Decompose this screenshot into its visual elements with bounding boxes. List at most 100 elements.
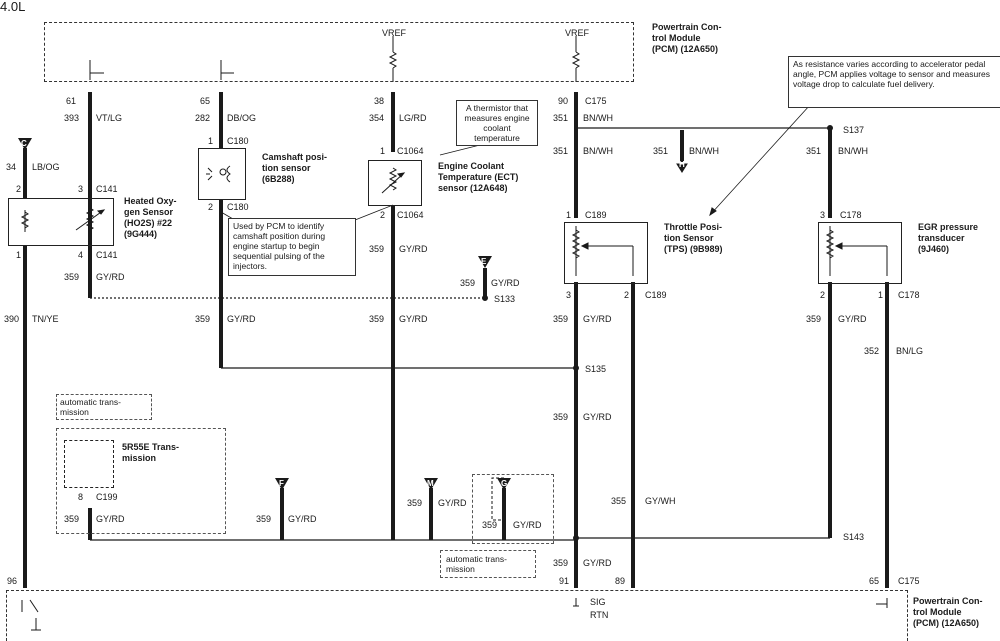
sig-label: SIG	[590, 597, 606, 607]
connector-c175-bottom: C175	[898, 576, 920, 586]
pin-65-bottom: 65	[869, 576, 880, 586]
circuit-351b-num: 351	[553, 146, 569, 156]
circuit-359-g-color: GY/RD	[513, 520, 542, 530]
trans-pin-8: 8	[78, 492, 84, 502]
ground-letter-f: F	[279, 479, 284, 488]
circuit-359-mid-color: GY/RD	[583, 412, 612, 422]
auto-trans-text-1: automatic trans- mission	[60, 397, 121, 417]
tps-pin-3: 3	[566, 290, 572, 300]
circuit-351a-color: BN/WH	[583, 113, 613, 123]
pcm-top-label-3: (PCM) (12A650)	[652, 44, 719, 54]
circuit-359-bot-num: 359	[553, 558, 569, 568]
circuit-390-num: 390	[4, 314, 20, 324]
connector-c141-bottom: C141	[96, 250, 118, 260]
cmp-label-2: tion sensor	[262, 163, 311, 173]
pin-96: 96	[7, 576, 18, 586]
ho2s-label-3: (HO2S) #22	[124, 218, 173, 228]
circuit-354-color: LG/RD	[399, 113, 427, 123]
egr-pin-3: 3	[820, 210, 826, 220]
cmp-label-1: Camshaft posi-	[262, 152, 328, 162]
trans-outer-box	[56, 428, 226, 534]
pcm-bottom-box	[6, 590, 908, 641]
circuit-355-color: GY/WH	[645, 496, 676, 506]
pin-90: 90	[558, 96, 569, 106]
connector-c189-bottom: C189	[645, 290, 667, 300]
circuit-393-color: VT/LG	[96, 113, 123, 123]
circuit-359-e-num: 359	[460, 278, 476, 288]
vref-label-2: VREF	[565, 28, 590, 38]
ground-reference-icons	[18, 138, 511, 490]
connector-c189-top: C189	[585, 210, 607, 220]
circuit-359-cmp-color: GY/RD	[227, 314, 256, 324]
cmp-pin-1: 1	[208, 136, 214, 146]
splice-s143: S143	[843, 532, 865, 542]
egr-label-2: transducer	[918, 233, 965, 243]
circuit-359-ect-color: GY/RD	[399, 244, 428, 254]
ho2s-pin-3: 3	[78, 184, 84, 194]
pcm-top-label-1: Powertrain Con-	[652, 22, 722, 32]
egr-component-box	[818, 222, 902, 284]
connector-c180-mid: C180	[227, 202, 249, 212]
rtn-label: RTN	[590, 610, 609, 620]
circuit-282-color: DB/OG	[227, 113, 257, 123]
tps-note: As resistance varies according to accele…	[788, 56, 1000, 108]
circuit-352-color: BN/LG	[896, 346, 924, 356]
auto-trans-text-2: automatic trans- mission	[446, 554, 507, 574]
trans-label-1: 5R55E Trans-	[122, 442, 180, 452]
vref-label-1: VREF	[382, 28, 407, 38]
tps-pin-1: 1	[566, 210, 572, 220]
trans-label-2: mission	[122, 453, 157, 463]
pcm-top-label-2: trol Module	[652, 33, 701, 43]
egr-label-1: EGR pressure	[918, 222, 979, 232]
ground-letter-m: M	[427, 479, 434, 488]
circuit-351d-color: BN/WH	[838, 146, 868, 156]
connector-c180-top: C180	[227, 136, 249, 146]
ect-label-1: Engine Coolant	[438, 161, 504, 171]
circuit-359-f-color: GY/RD	[288, 514, 317, 524]
connector-c175-top: C175	[585, 96, 607, 106]
ground-letter-h: H	[679, 160, 685, 169]
tps-label-3: (TPS) (9B989)	[664, 244, 723, 254]
pin-61: 61	[66, 96, 77, 106]
egr-label-3: (9J460)	[918, 244, 950, 254]
circuit-359-tps-color: GY/RD	[583, 314, 612, 324]
splice-s133: S133	[494, 294, 516, 304]
circuit-359-trans-num: 359	[64, 514, 80, 524]
ect-pin-2: 2	[380, 210, 386, 220]
cmp-label-3: (6B288)	[262, 174, 295, 184]
pin-89: 89	[615, 576, 626, 586]
circuit-359-egr-color: GY/RD	[838, 314, 867, 324]
pin-65: 65	[200, 96, 211, 106]
thermistor-note: A thermistor that measures engine coolan…	[456, 100, 538, 146]
circuit-359-ect-num: 359	[369, 244, 385, 254]
circuit-351d-num: 351	[806, 146, 822, 156]
circuit-359-f-num: 359	[256, 514, 272, 524]
auto-trans-note-2	[440, 550, 536, 578]
circuit-351c-num: 351	[653, 146, 669, 156]
tps-pin-2: 2	[624, 290, 630, 300]
circuit-359-ect2-color: GY/RD	[399, 314, 428, 324]
circuit-359-ho2s-num: 359	[64, 272, 80, 282]
connector-c1064-top: C1064	[397, 146, 424, 156]
splice-s135: S135	[585, 364, 607, 374]
splice-s137: S137	[843, 125, 865, 135]
tps-label-1: Throttle Posi-	[664, 222, 722, 232]
pcm-bottom-label-3: (PCM) (12A650)	[913, 618, 980, 628]
connector-c199: C199	[96, 492, 118, 502]
circuit-359-ho2s-color: GY/RD	[96, 272, 125, 282]
ho2s-pin-4: 4	[78, 250, 84, 260]
pin-91: 91	[559, 576, 570, 586]
pin-38: 38	[374, 96, 385, 106]
tps-label-2: tion Sensor	[664, 233, 714, 243]
ground-letter-g: G	[501, 479, 508, 488]
connector-c178-bottom: C178	[898, 290, 920, 300]
circuit-355-num: 355	[611, 496, 627, 506]
circuit-359-g-num: 359	[482, 520, 498, 530]
circuit-359-bot-color: GY/RD	[583, 558, 612, 568]
circuit-351b-color: BN/WH	[583, 146, 613, 156]
auto-trans-g-box	[472, 474, 554, 544]
circuit-359-ect2-num: 359	[369, 314, 385, 324]
ho2s-pin-2: 2	[16, 184, 22, 194]
ho2s-pin-1: 1	[16, 250, 22, 260]
trans-component-box	[64, 440, 114, 488]
